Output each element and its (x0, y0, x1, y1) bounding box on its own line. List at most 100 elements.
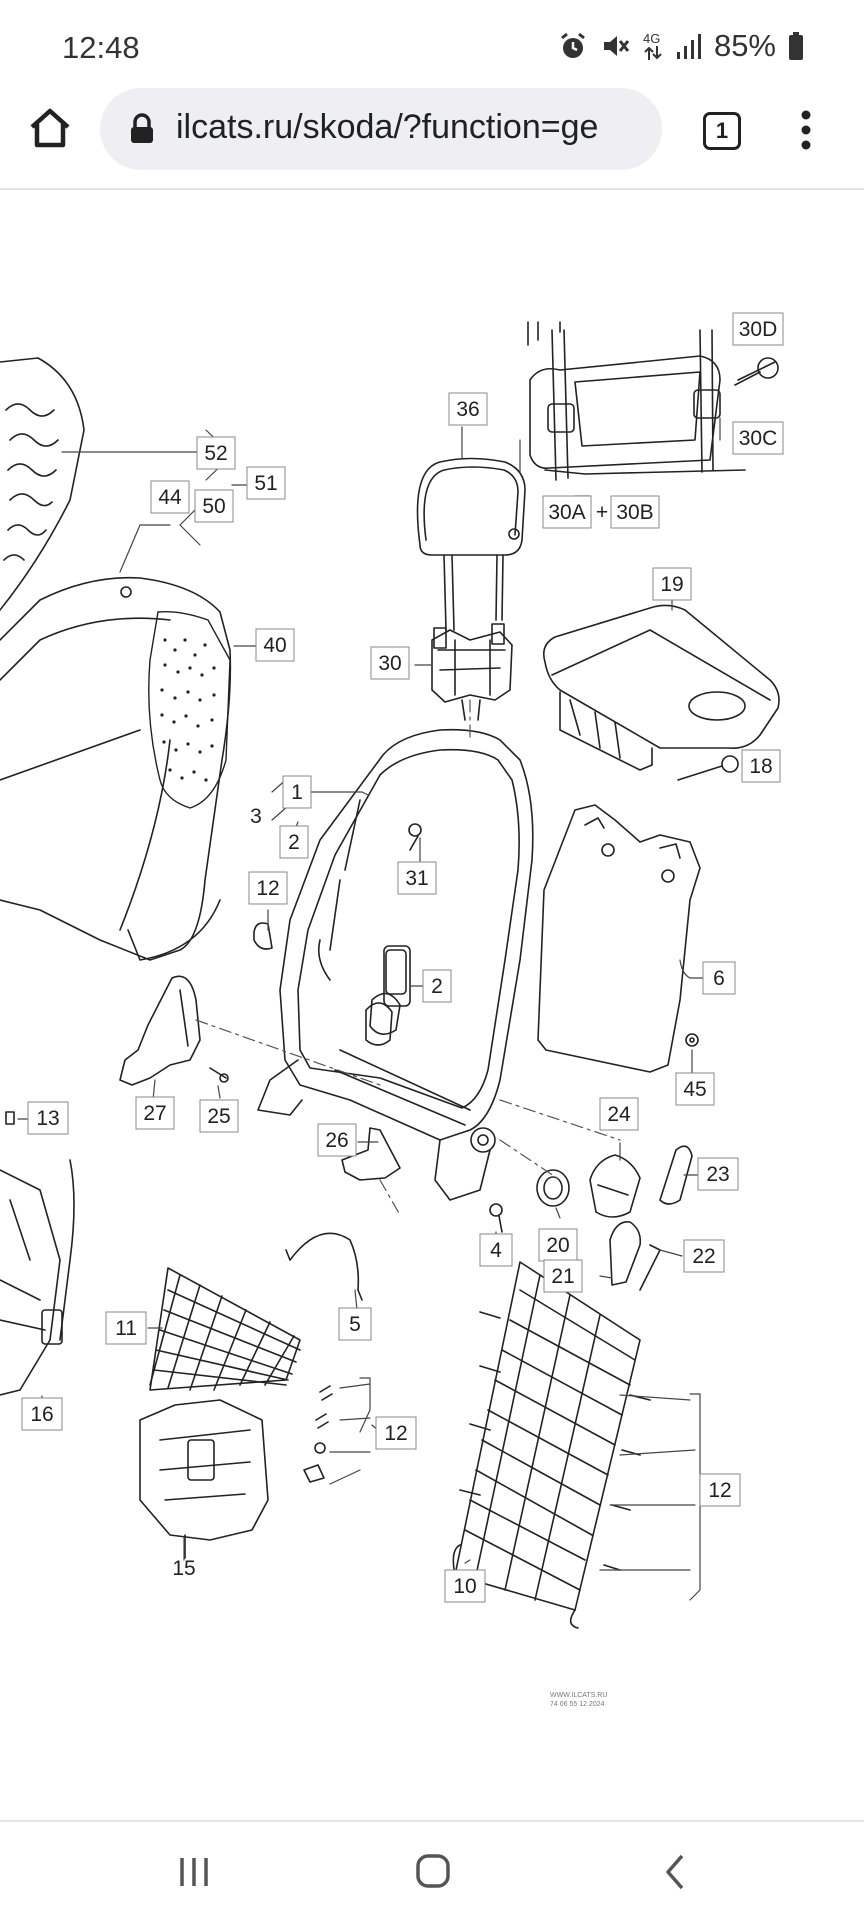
svg-text:6: 6 (713, 967, 725, 990)
callout-30d[interactable]: 30D (732, 312, 784, 346)
cover-heating-dots (160, 638, 216, 782)
watermark-code: 74 06 55 12 2024 (550, 1701, 605, 1708)
callout-50[interactable]: 50 (194, 489, 234, 523)
browser-toolbar: ilcats.ru/skoda/?function=ge 1 (0, 88, 864, 190)
svg-text:18: 18 (749, 755, 772, 778)
callout-5[interactable]: 5 (338, 1307, 372, 1341)
signal-icon (676, 34, 701, 59)
screw-25 (209, 1067, 229, 1083)
svg-text:10: 10 (453, 1575, 476, 1598)
svg-text:19: 19 (660, 573, 683, 596)
back-panel-drawing (537, 804, 701, 1073)
callout-26[interactable]: 26 (317, 1123, 357, 1157)
callout-51[interactable]: 51 (246, 466, 286, 500)
tab-switcher-button[interactable]: 1 (703, 112, 741, 150)
home-circle-icon[interactable] (414, 1852, 452, 1890)
status-bar: 12:48 4G 85% (0, 0, 864, 100)
svg-text:40: 40 (263, 634, 286, 657)
callout-11[interactable]: 11 (105, 1311, 147, 1345)
callout-31[interactable]: 31 (397, 861, 437, 895)
callout-30a[interactable]: 30A (542, 495, 592, 529)
parts-diagram[interactable]: 36 30D 30C 30A + 30B 52 51 44 50 40 30 1… (0, 190, 864, 1820)
address-bar[interactable]: ilcats.ru/skoda/?function=ge (100, 88, 662, 170)
callout-6[interactable]: 6 (702, 961, 736, 995)
backrest-pad-drawing (0, 357, 85, 611)
more-vert-icon[interactable] (796, 110, 816, 150)
svg-text:30C: 30C (739, 427, 778, 450)
svg-text:2: 2 (431, 975, 443, 998)
callout-21[interactable]: 21 (543, 1259, 583, 1293)
url-text[interactable]: ilcats.ru/skoda/?function=ge (176, 108, 599, 146)
callout-36[interactable]: 36 (448, 392, 488, 426)
callout-25[interactable]: 25 (199, 1099, 239, 1133)
callout-16[interactable]: 16 (21, 1397, 63, 1431)
callout-52[interactable]: 52 (196, 436, 236, 470)
headrest-guide-drawing (431, 623, 513, 721)
callout-27[interactable]: 27 (135, 1096, 175, 1130)
screw-30d (734, 357, 779, 386)
bolt-31 (408, 823, 422, 851)
callout-45[interactable]: 45 (675, 1072, 715, 1106)
callout-30b[interactable]: 30B (610, 495, 660, 529)
assembly-lines (195, 699, 621, 1216)
svg-text:21: 21 (551, 1265, 574, 1288)
lumbar-mat-10 (452, 1261, 651, 1629)
callout-23[interactable]: 23 (697, 1157, 739, 1191)
backrest-cover-drawing (0, 576, 232, 961)
battery-icon (789, 32, 803, 60)
callout-4[interactable]: 4 (479, 1233, 513, 1267)
callout-12-mid[interactable]: 12 (375, 1416, 417, 1450)
svg-text:25: 25 (207, 1105, 230, 1128)
lock-icon (131, 113, 153, 143)
callout-13[interactable]: 13 (27, 1101, 69, 1135)
clip-45 (685, 1033, 699, 1047)
callout-12-top[interactable]: 12 (248, 871, 288, 905)
svg-text:24: 24 (607, 1103, 631, 1126)
system-nav-bar (0, 1820, 864, 1922)
callout-18[interactable]: 18 (741, 749, 781, 783)
svg-text:30B: 30B (616, 501, 653, 524)
network-label: 4G (643, 31, 660, 46)
callout-30c[interactable]: 30C (732, 421, 784, 455)
frame-edge-16 (0, 1159, 75, 1396)
back-icon[interactable] (660, 1852, 690, 1892)
mute-icon (603, 36, 630, 56)
callout-10[interactable]: 10 (444, 1569, 486, 1603)
alarm-icon (561, 32, 585, 58)
seat-exploded-view: 36 30D 30C 30A + 30B 52 51 44 50 40 30 1… (0, 312, 784, 1708)
callout-44[interactable]: 44 (150, 480, 190, 514)
callout-1[interactable]: 1 (282, 775, 312, 809)
home-icon[interactable] (26, 104, 74, 152)
callout-2-motor[interactable]: 2 (422, 969, 452, 1003)
svg-text:45: 45 (683, 1078, 706, 1101)
battery-percent: 85% (713, 28, 776, 63)
watermark-site: WWW.ILCATS.RU (550, 1692, 607, 1699)
support-plate-15 (139, 1399, 269, 1559)
backrest-frame-drawing (257, 728, 534, 1201)
headrest-drawing (416, 457, 526, 631)
svg-text:20: 20 (546, 1234, 569, 1257)
callout-20[interactable]: 20 (538, 1228, 578, 1262)
knob-23 (659, 1145, 693, 1205)
callout-plus: + (596, 501, 608, 524)
status-time: 12:48 (62, 30, 140, 65)
svg-text:30: 30 (378, 652, 401, 675)
callout-22[interactable]: 22 (683, 1239, 725, 1273)
knob-20 (536, 1169, 570, 1207)
callout-3[interactable]: 3 (250, 805, 262, 828)
svg-text:12: 12 (256, 877, 279, 900)
recent-apps-icon[interactable] (176, 1854, 212, 1890)
callout-12-right[interactable]: 12 (699, 1473, 741, 1507)
svg-text:44: 44 (158, 486, 182, 509)
callout-2-top[interactable]: 2 (279, 825, 309, 859)
callout-15[interactable]: 15 (172, 1557, 195, 1580)
svg-text:31: 31 (405, 867, 428, 890)
callout-40[interactable]: 40 (255, 628, 295, 662)
clip-13 (5, 1111, 15, 1125)
callout-30[interactable]: 30 (370, 646, 410, 680)
callout-24[interactable]: 24 (599, 1097, 639, 1131)
svg-text:4: 4 (490, 1239, 502, 1262)
svg-text:12: 12 (384, 1422, 407, 1445)
callout-19[interactable]: 19 (652, 567, 692, 601)
svg-text:52: 52 (204, 442, 227, 465)
